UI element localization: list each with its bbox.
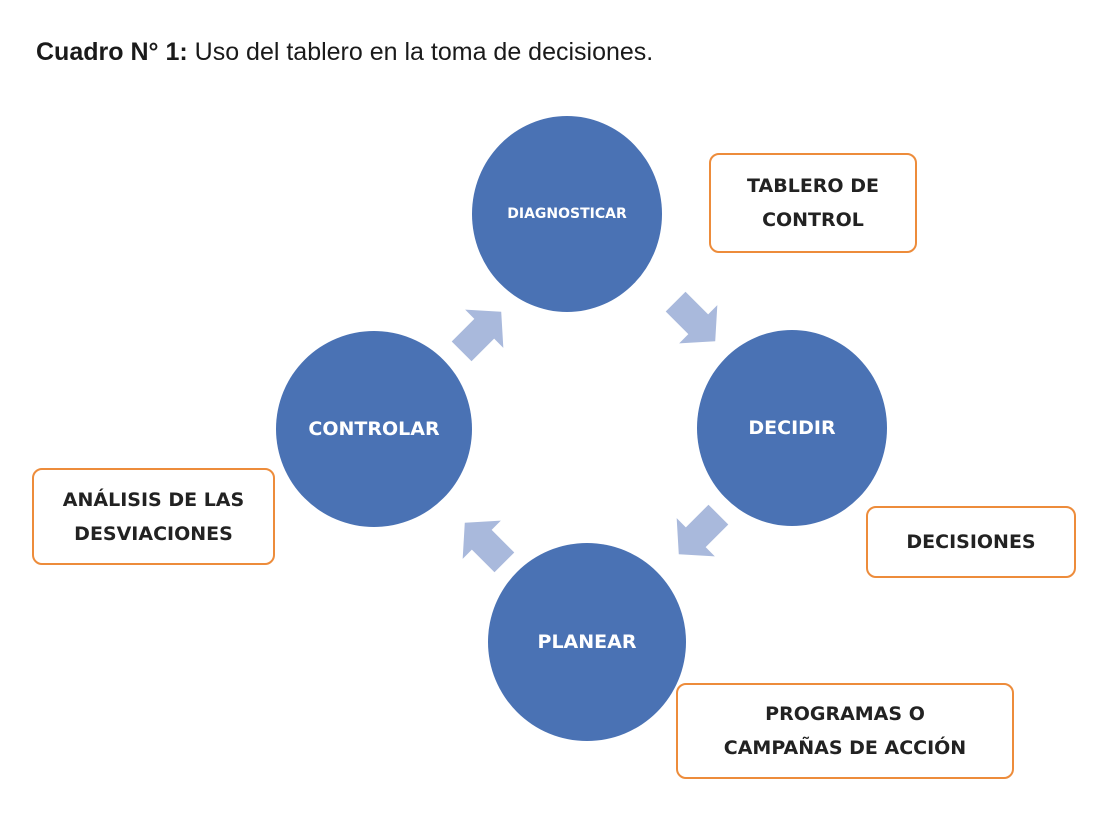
node-diagnosticar-label: DIAGNOSTICAR xyxy=(507,206,627,222)
node-planear-label: PLANEAR xyxy=(537,631,637,653)
arrow-controlar-to-diagnosticar xyxy=(451,309,504,362)
note-decisiones-text: DECISIONES xyxy=(906,531,1036,553)
caption-label: Cuadro N° 1: xyxy=(36,38,188,66)
note-programas-o-campanas: PROGRAMAS O CAMPAÑAS DE ACCIÓN xyxy=(676,683,1014,779)
node-planear: PLANEAR xyxy=(488,543,686,741)
node-diagnosticar: DIAGNOSTICAR xyxy=(472,116,662,312)
note-decisiones: DECISIONES xyxy=(866,506,1076,578)
caption-text: Uso del tablero en la toma de decisiones… xyxy=(187,38,654,66)
node-controlar: CONTROLAR xyxy=(276,331,472,527)
node-decidir: DECIDIR xyxy=(697,330,887,526)
note-analisis-de-las-desviaciones: ANÁLISIS DE LAS DESVIACIONES xyxy=(32,468,275,565)
note-tablero-de-control: TABLERO DE CONTROL xyxy=(709,153,917,253)
note-programas-o-campanas-text: PROGRAMAS O CAMPAÑAS DE ACCIÓN xyxy=(723,703,967,759)
node-decidir-label: DECIDIR xyxy=(748,417,836,439)
note-tablero-de-control-text: TABLERO DE CONTROL xyxy=(747,175,879,231)
arrow-decidir-to-planear xyxy=(676,504,729,557)
arrow-planear-to-controlar xyxy=(462,520,515,573)
figure-caption: Cuadro N° 1: Uso del tablero en la toma … xyxy=(36,38,653,67)
node-controlar-label: CONTROLAR xyxy=(308,418,440,440)
note-analisis-de-las-desviaciones-text: ANÁLISIS DE LAS DESVIACIONES xyxy=(62,488,245,545)
arrow-diagnosticar-to-decidir xyxy=(665,291,718,344)
